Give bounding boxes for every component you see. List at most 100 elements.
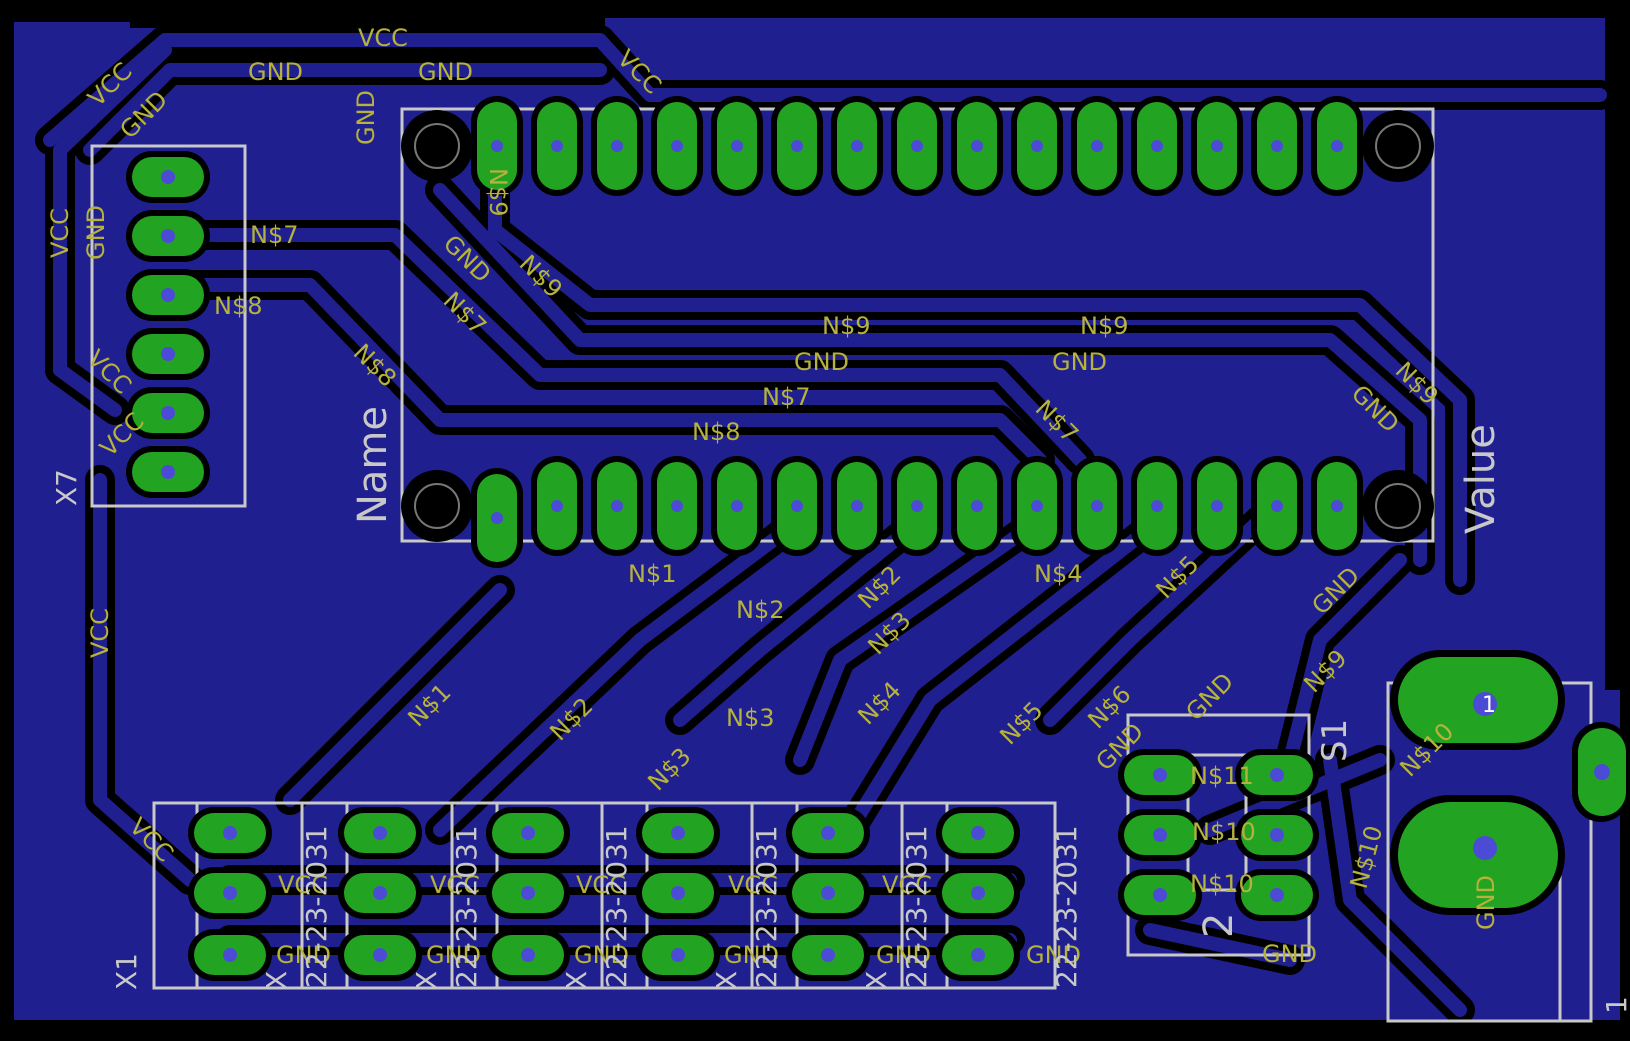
header-top-pad-drill [491, 140, 503, 152]
jack-pad-3-drill [1594, 764, 1610, 780]
header-top-pad-drill [791, 140, 803, 152]
connector-pad-drill [971, 886, 985, 900]
dc-jack-label: 1 [1600, 996, 1630, 1014]
header-top-pad-drill [731, 140, 743, 152]
jack-pad-2-drill [1473, 836, 1497, 860]
header-top-pad-drill [1031, 140, 1043, 152]
net-label: N$8 [692, 418, 741, 446]
net-label: N$7 [762, 383, 811, 411]
connector-pad-drill [223, 886, 237, 900]
header-bottom-pad-drill [971, 500, 983, 512]
net-label: VCC [46, 208, 74, 258]
connector-pad-drill [971, 826, 985, 840]
s1-label: S1 [1315, 719, 1355, 762]
net-label: GND [574, 941, 629, 969]
header-top-pad-drill [851, 140, 863, 152]
s1-pad-drill [1153, 888, 1167, 902]
x7-label: X7 [50, 469, 83, 506]
net-label: GND [276, 941, 331, 969]
header-bottom-pad-drill [1091, 500, 1103, 512]
s1-pad-drill [1153, 768, 1167, 782]
net-label: N$4 [1034, 560, 1083, 588]
x7-pad-drill [161, 229, 175, 243]
header-bottom-pad-drill [851, 500, 863, 512]
net-label: GND [1472, 875, 1500, 930]
connector-pad-drill [223, 826, 237, 840]
connector-x-label: X [710, 971, 743, 990]
net-label: GND [1052, 348, 1107, 376]
net-label: N$1 [628, 560, 677, 588]
x7-pad-drill [161, 288, 175, 302]
header-top-pad-drill [671, 140, 683, 152]
net-label: N$8 [214, 292, 263, 320]
connector-outline [152, 801, 1057, 990]
connector-pad-drill [671, 826, 685, 840]
connector-part-label: 22-23-2031 [900, 825, 933, 988]
net-label: GND [724, 941, 779, 969]
net-label: GND [794, 348, 849, 376]
connector-x-label: X [860, 971, 893, 990]
x1-label: X1 [110, 953, 143, 990]
header-top-pad-drill [1331, 140, 1343, 152]
connector-part-label: 22-23-2031 [600, 825, 633, 988]
net-label: N$9 [484, 168, 512, 217]
connector-x-label: X [560, 971, 593, 990]
mounting-hole-ring [1375, 483, 1421, 529]
x7-pad-drill [161, 406, 175, 420]
net-label: VCC [86, 608, 114, 658]
s1-pin-label: 2 [1196, 913, 1242, 938]
jack-pad-1-drill [1473, 692, 1497, 716]
connector-pad-drill [373, 948, 387, 962]
connector-x-label: X [260, 971, 293, 990]
x7-outline [90, 144, 247, 508]
x7-pad-drill [161, 347, 175, 361]
header-top-pad-drill [1091, 140, 1103, 152]
net-label: GND [418, 58, 473, 86]
header-bottom-pad-drill [491, 512, 503, 524]
net-label: N$10 [1192, 818, 1256, 846]
header-bottom-pad-drill [671, 500, 683, 512]
jack-pin-label: 1 [1482, 693, 1496, 718]
net-label: GND [1026, 941, 1081, 969]
net-label: VCC [278, 871, 328, 899]
net-label: N$2 [736, 596, 785, 624]
header-top-pad-drill [551, 140, 563, 152]
connector-pad-drill [521, 948, 535, 962]
header-bottom-pad-drill [731, 500, 743, 512]
connector-pad-drill [373, 826, 387, 840]
net-label: GND [82, 205, 110, 260]
net-label: N$9 [1080, 312, 1129, 340]
net-label: N$9 [822, 312, 871, 340]
header-bottom-pad-drill [1271, 500, 1283, 512]
net-label: GND [426, 941, 481, 969]
s1-pad-drill [1270, 888, 1284, 902]
header-bottom-pad-drill [1151, 500, 1163, 512]
header-top-pad-drill [1151, 140, 1163, 152]
header-top-pad-drill [1271, 140, 1283, 152]
connector-part-label: 22-23-2031 [1050, 825, 1083, 988]
net-label: VCC [728, 871, 778, 899]
mounting-hole-ring [414, 483, 460, 529]
s1-pad-drill [1153, 828, 1167, 842]
net-label: GND [1262, 940, 1317, 968]
header-bottom-pad-drill [1211, 500, 1223, 512]
connector-pad-drill [373, 886, 387, 900]
header-bottom-pad-drill [551, 500, 563, 512]
header-top-pad-drill [971, 140, 983, 152]
net-label: GND [248, 58, 303, 86]
net-label: VCC [358, 24, 408, 52]
header-bottom-pad-drill [791, 500, 803, 512]
s1-pad-drill [1270, 828, 1284, 842]
header-value-label: Value [1458, 424, 1504, 534]
net-label: GND [352, 90, 380, 145]
net-label: N$11 [1190, 762, 1254, 790]
header-bottom-pad-drill [1331, 500, 1343, 512]
header-bottom-pad-drill [1031, 500, 1043, 512]
connector-part-label: 22-23-2031 [750, 825, 783, 988]
net-label: VCC [882, 871, 932, 899]
connector-pad-drill [521, 886, 535, 900]
net-label: GND [876, 941, 931, 969]
net-label: VCC [430, 871, 480, 899]
header-name-label: Name [350, 406, 396, 524]
